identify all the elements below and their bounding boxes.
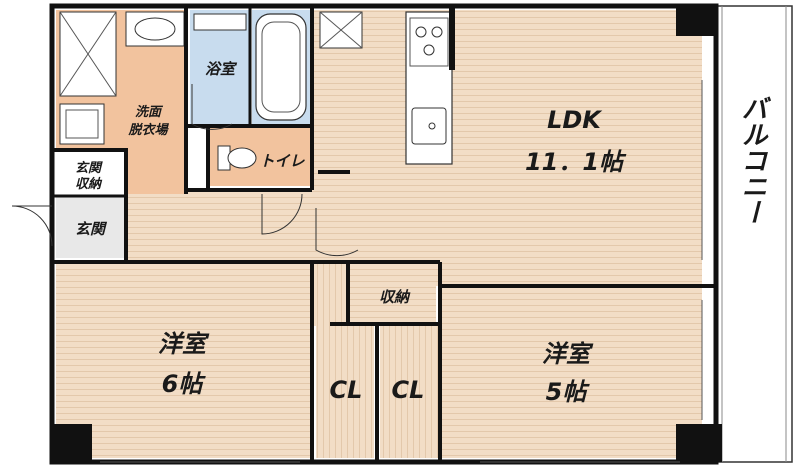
entrance-storage-floor bbox=[56, 152, 126, 196]
toilet-name: トイレ bbox=[259, 152, 305, 170]
western-5-floor bbox=[440, 286, 702, 458]
bathtub bbox=[255, 13, 307, 121]
walls bbox=[49, 3, 719, 465]
closet-right-floor bbox=[380, 326, 438, 458]
ldk-door bbox=[315, 208, 359, 257]
entrance-storage-line2: 収納 bbox=[75, 176, 103, 192]
closet-right-name: CL bbox=[392, 376, 425, 404]
entrance-name: 玄関 bbox=[75, 220, 108, 238]
ldk-floor bbox=[312, 10, 702, 286]
washbasin bbox=[125, 11, 185, 47]
entrance-floor bbox=[56, 196, 126, 258]
hallway-door bbox=[261, 193, 303, 235]
bath-name: 浴室 bbox=[205, 60, 238, 78]
toilet-bowl bbox=[217, 145, 257, 171]
western-6-floor bbox=[56, 262, 312, 458]
doors bbox=[11, 84, 359, 257]
kitchen-counter bbox=[405, 11, 453, 165]
storage-name: 収納 bbox=[379, 288, 411, 306]
corridor-floor bbox=[312, 262, 350, 326]
bathtub-inner bbox=[261, 21, 301, 113]
washing-machine-pan bbox=[59, 103, 105, 145]
closet-left-floor bbox=[316, 326, 374, 458]
labels: LDK 11．1帖 洋室 6帖 洋室 5帖 浴室 洗面 脱衣場 トイレ 玄関 収… bbox=[75, 60, 627, 406]
storage-floor bbox=[350, 266, 436, 322]
fixtures bbox=[59, 11, 453, 171]
hallway-floor bbox=[126, 192, 312, 262]
entrance-door bbox=[11, 205, 53, 247]
western-6-size: 6帖 bbox=[162, 370, 207, 398]
western-5-name: 洋室 bbox=[542, 340, 594, 368]
floors bbox=[56, 10, 702, 458]
ldk-name: LDK bbox=[547, 106, 603, 134]
columns bbox=[52, 6, 722, 462]
bath-sink-counter bbox=[193, 13, 247, 31]
refrigerator-space bbox=[319, 11, 363, 49]
laundry-cabinet bbox=[59, 11, 117, 97]
closet-left-name: CL bbox=[330, 376, 363, 404]
western-6-name: 洋室 bbox=[158, 330, 210, 358]
entrance-storage-line1: 玄関 bbox=[75, 160, 103, 176]
balcony: バルコニー bbox=[715, 5, 793, 463]
washroom-line2: 脱衣場 bbox=[127, 122, 169, 138]
balcony-label: バルコニー bbox=[737, 95, 767, 225]
ldk-size: 11．1帖 bbox=[525, 148, 627, 176]
washroom-line1: 洗面 bbox=[135, 104, 164, 120]
bath-door bbox=[191, 84, 233, 130]
windows bbox=[100, 80, 703, 463]
western-5-size: 5帖 bbox=[546, 378, 591, 406]
